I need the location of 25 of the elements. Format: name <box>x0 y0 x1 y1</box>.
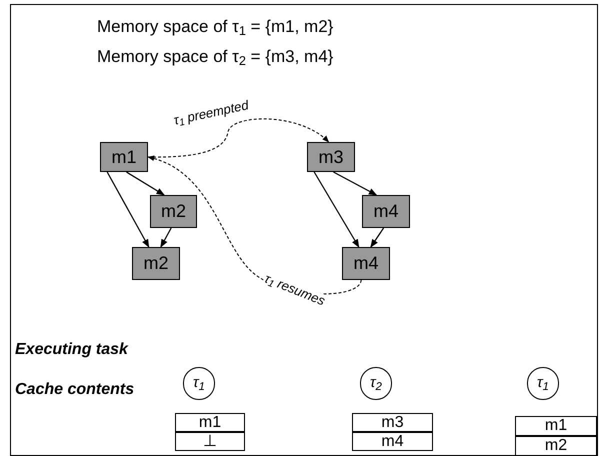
memory-block: m4 <box>362 195 410 228</box>
cache-table <box>352 413 433 451</box>
memory-block: m3 <box>307 142 355 172</box>
memory-space-text: Memory space of τ$_{2}$ = {m3, m4} <box>97 46 334 70</box>
arrow <box>106 172 150 248</box>
arrow <box>333 171 378 196</box>
arrow <box>126 171 165 196</box>
cache-table <box>175 413 245 451</box>
memory-block: m2 <box>150 195 197 228</box>
arrow <box>314 172 360 248</box>
cache-line: m2 <box>516 435 596 455</box>
row-label: Executing task <box>15 340 128 360</box>
arrow <box>370 228 384 248</box>
memory-block: m4 <box>342 247 390 280</box>
cache-table <box>515 416 597 456</box>
row-label: Cache contents <box>15 380 134 400</box>
cache-line: m4 <box>353 431 432 450</box>
cache-line: ⊥ <box>176 431 244 450</box>
memory-block: m1 <box>100 142 148 172</box>
cache-line: m3 <box>380 414 405 431</box>
memory-space-text: Memory space of τ$_{1}$ = {m1, m2} <box>97 16 334 40</box>
cache-line: m1 <box>544 417 568 435</box>
cache-line: m1 <box>198 414 222 431</box>
arrow <box>160 228 172 248</box>
memory-block: m2 <box>132 247 180 280</box>
